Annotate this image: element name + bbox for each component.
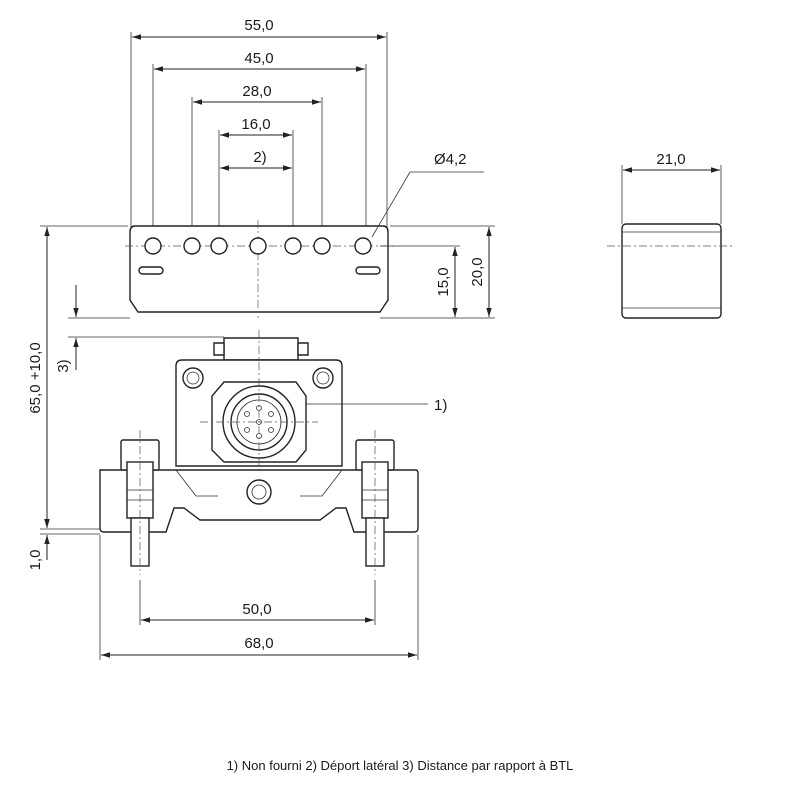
magnet-side-view — [607, 165, 735, 319]
dim-45: 45,0 — [244, 50, 273, 67]
dim-distance-ref: 3) — [55, 359, 72, 372]
dim-height-20: 20,0 — [469, 257, 486, 286]
dim-total-height: 65,0 +10,0 — [27, 342, 44, 413]
dim-thickness: 1,0 — [27, 550, 44, 571]
footnote: 1) Non fourni 2) Déport latéral 3) Dista… — [226, 758, 574, 773]
dim-16: 16,0 — [241, 116, 270, 133]
dim-side-width: 21,0 — [656, 151, 685, 168]
dim-55: 55,0 — [244, 17, 273, 34]
dim-28: 28,0 — [242, 83, 271, 100]
ref-not-supplied: 1) — [434, 397, 447, 414]
dim-base-width: 68,0 — [244, 635, 273, 652]
dim-lateral-offset: 2) — [253, 149, 266, 166]
dim-mount-spacing: 50,0 — [242, 601, 271, 618]
bottom-width-dimensions — [99, 535, 419, 660]
sensor-front-view — [99, 330, 428, 575]
magnet-top-view — [125, 32, 495, 319]
dim-height-15: 15,0 — [435, 267, 452, 296]
left-height-dimensions — [40, 225, 224, 560]
dim-hole-diameter: Ø4,2 — [434, 151, 467, 168]
